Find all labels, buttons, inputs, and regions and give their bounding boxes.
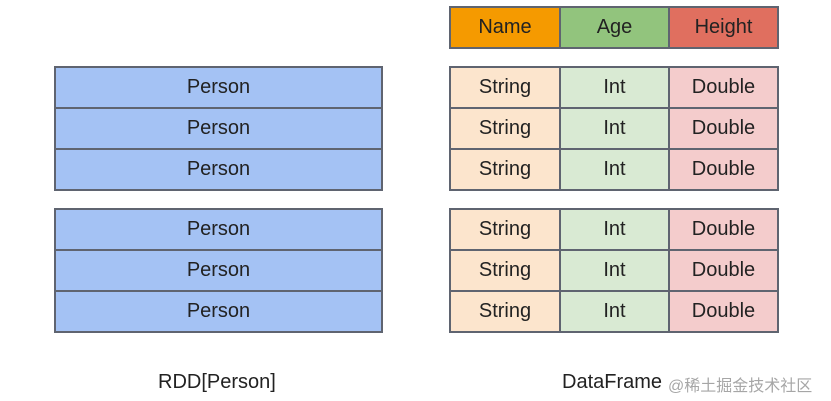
cell-double: Double <box>668 290 779 333</box>
header-age: Age <box>559 6 670 49</box>
cell-string: String <box>449 107 561 150</box>
watermark-text: @稀土掘金技术社区 <box>668 378 813 395</box>
header-name: Name <box>449 6 561 49</box>
rdd-row: Person <box>54 249 383 292</box>
rdd-row-label: Person <box>186 300 251 322</box>
cell-string: String <box>449 66 561 109</box>
cell-int: Int <box>559 66 670 109</box>
cell-int: Int <box>559 148 670 191</box>
cell-string: String <box>449 249 561 292</box>
cell-double: Double <box>668 208 779 251</box>
rdd-row-label: Person <box>186 259 251 281</box>
cell-double: Double <box>668 66 779 109</box>
rdd-caption: RDD[Person] <box>158 371 276 393</box>
cell-string: String <box>449 148 561 191</box>
rdd-row-label: Person <box>186 117 251 139</box>
cell-int: Int <box>559 208 670 251</box>
cell-int: Int <box>559 107 670 150</box>
rdd-row: Person <box>54 148 383 191</box>
dataframe-caption: DataFrame <box>562 371 663 393</box>
rdd-row-label: Person <box>186 158 251 180</box>
rdd-row: Person <box>54 107 383 150</box>
rdd-row: Person <box>54 290 383 333</box>
cell-double: Double <box>668 107 779 150</box>
cell-string: String <box>449 290 561 333</box>
rdd-row-label: Person <box>186 76 251 98</box>
cell-double: Double <box>668 148 779 191</box>
rdd-row: Person <box>54 66 383 109</box>
cell-int: Int <box>559 249 670 292</box>
cell-string: String <box>449 208 561 251</box>
cell-double: Double <box>668 249 779 292</box>
rdd-row-label: Person <box>186 218 251 240</box>
header-height: Height <box>668 6 779 49</box>
rdd-row: Person <box>54 208 383 251</box>
cell-int: Int <box>559 290 670 333</box>
